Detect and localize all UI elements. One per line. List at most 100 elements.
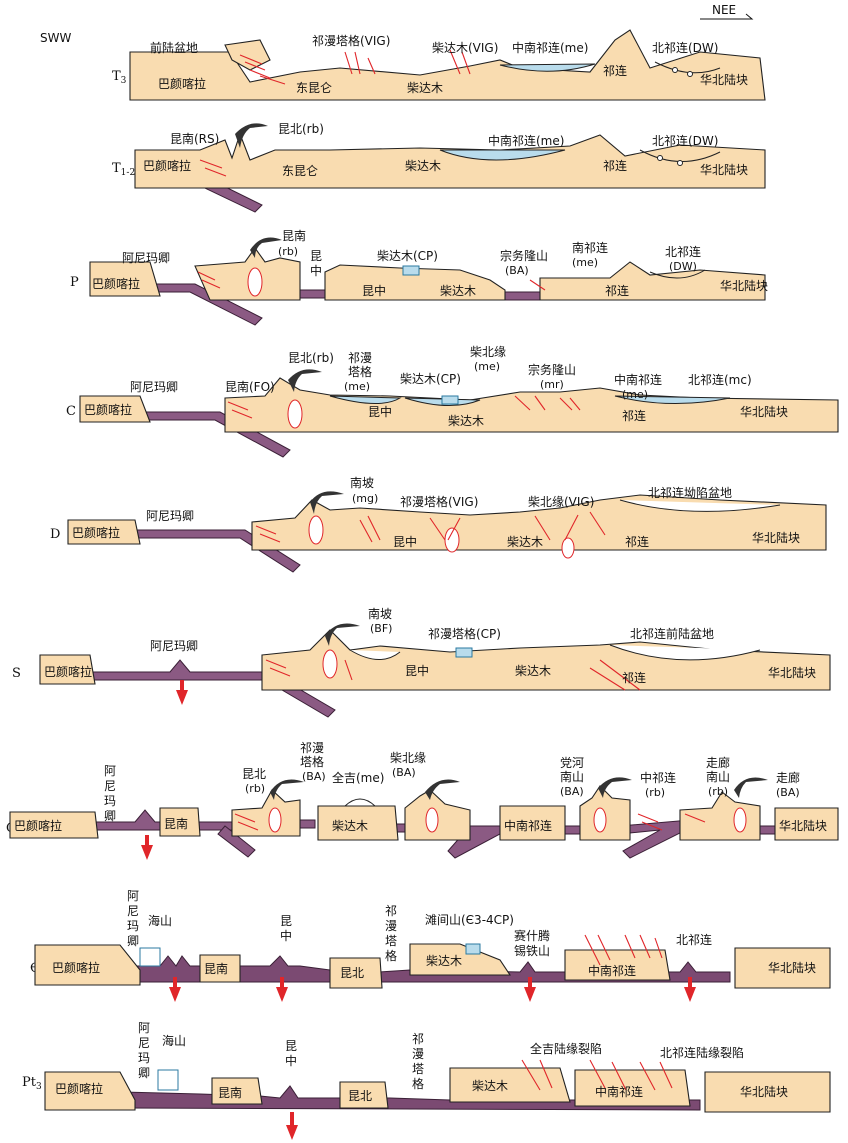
label: 华北陆块 [720,278,768,293]
volcano-icon [734,777,768,798]
oceanic-crust [299,819,316,829]
label: 柴北缘 [390,751,426,765]
sediment-icon [677,160,683,166]
label: 阿 [127,889,139,903]
mantle-plume-icon [286,1112,298,1140]
label: 南山 [560,769,584,784]
label: 中南祁连 [595,1084,643,1099]
label: 南坡 [368,606,392,621]
volcano-icon [598,777,632,798]
pluton-icon [268,807,282,833]
pluton-icon [561,537,575,559]
reef-icon [139,947,161,967]
label: 中 [285,1053,297,1068]
label: 昆北(rb) [278,122,324,136]
sediment-icon [672,67,678,73]
label: 塔 [385,934,397,948]
label: 祁连 [603,158,627,173]
label: 巴颜喀拉 [143,158,191,173]
label: 赛什腾 [514,928,550,943]
continent-block [194,247,301,301]
sea-basin [614,395,731,405]
basin-fill [649,269,706,279]
reef-icon [455,647,473,658]
label: 走廊 [776,770,800,785]
sediment-icon [657,155,663,161]
label: 昆中 [368,404,392,419]
mantle-plume-icon [176,680,188,705]
fault-lines [265,659,641,691]
continent-block [199,954,241,983]
label: 海山 [148,913,172,928]
label: 塔 [412,1062,424,1076]
label: 祁连 [625,534,649,549]
oceanic-crust [299,289,326,299]
oceanic-crust [564,825,581,835]
label: 昆北 [348,1089,372,1103]
section-T1-2: T1-2 昆南(RS) 昆北(rb) 中南祁连(me) 北祁连(DW) 巴颜喀拉… [112,122,766,213]
label: 柴北缘(VIG) [528,495,594,509]
oceanic-crust [504,291,541,301]
label: 玛 [104,794,116,808]
label: 祁连 [622,670,646,685]
label: 昆 [285,1039,297,1053]
label: 昆中 [393,534,417,549]
era-label: S [12,666,21,681]
label: (BA) [776,786,800,799]
label: 尼 [138,1036,150,1050]
continent-block [231,789,301,837]
label: 柴达木 [507,535,543,549]
label: 北祁连 [676,932,712,947]
label: (rb) [645,786,665,799]
label: 漫 [412,1047,424,1061]
mantle-plume-icon [169,977,181,1002]
label: (BA) [302,770,326,783]
pluton-icon [247,267,263,297]
sediment-icon [687,71,693,77]
label: 巴颜喀拉 [55,1081,103,1096]
label: 滩间山(Є3-4CP) [425,913,514,927]
label: 昆北(rb) [288,351,334,365]
label: 柴达木 [426,954,462,968]
fault-lines [344,49,471,75]
fault-lines [199,159,227,177]
label: 华北陆块 [779,818,827,833]
continent-block [39,654,96,685]
fault-lines [584,934,663,966]
basin-fill [343,798,377,807]
label: 格 [385,948,397,963]
label: 阿尼玛卿 [130,380,178,394]
fault-lines [234,813,706,831]
label: (rb) [708,785,728,798]
sea-basin [499,63,596,72]
label: (mr) [540,378,564,391]
section-S: S 阿尼玛卿 南坡 (BF) 祁漫塔格(CP) 北祁连前陆盆地 巴颜喀拉 昆中 … [12,606,831,718]
label: 柴达木 [440,284,476,298]
label: 前陆盆地 [150,40,198,55]
label: 华北陆块 [740,404,788,419]
continent-block [9,811,99,839]
continent-block [89,261,161,297]
label: 昆南 [282,228,306,243]
label: 东昆仑 [296,81,332,95]
label: 昆北 [340,966,364,980]
label: 祁连 [605,283,629,298]
mantle-plume-icon [684,977,696,1002]
continent-block [261,629,831,691]
label: 祁 [385,903,397,918]
label: 昆南 [204,961,228,976]
label: 宗务隆山 [500,248,548,263]
basin-fill [619,499,781,512]
label: (BA) [392,766,416,779]
label: 柴达木(VIG) [432,41,498,55]
label: (me) [572,256,598,269]
label: 华北陆块 [700,72,748,87]
volcano-icon [270,779,304,800]
label: 卿 [127,934,139,948]
label: (BA) [505,264,529,277]
fault-lines [255,511,606,543]
label: 中南祁连(me) [512,40,588,55]
label: 中南祁连 [614,372,662,387]
continent-block [339,1081,389,1109]
label: 巴颜喀拉 [72,525,120,540]
